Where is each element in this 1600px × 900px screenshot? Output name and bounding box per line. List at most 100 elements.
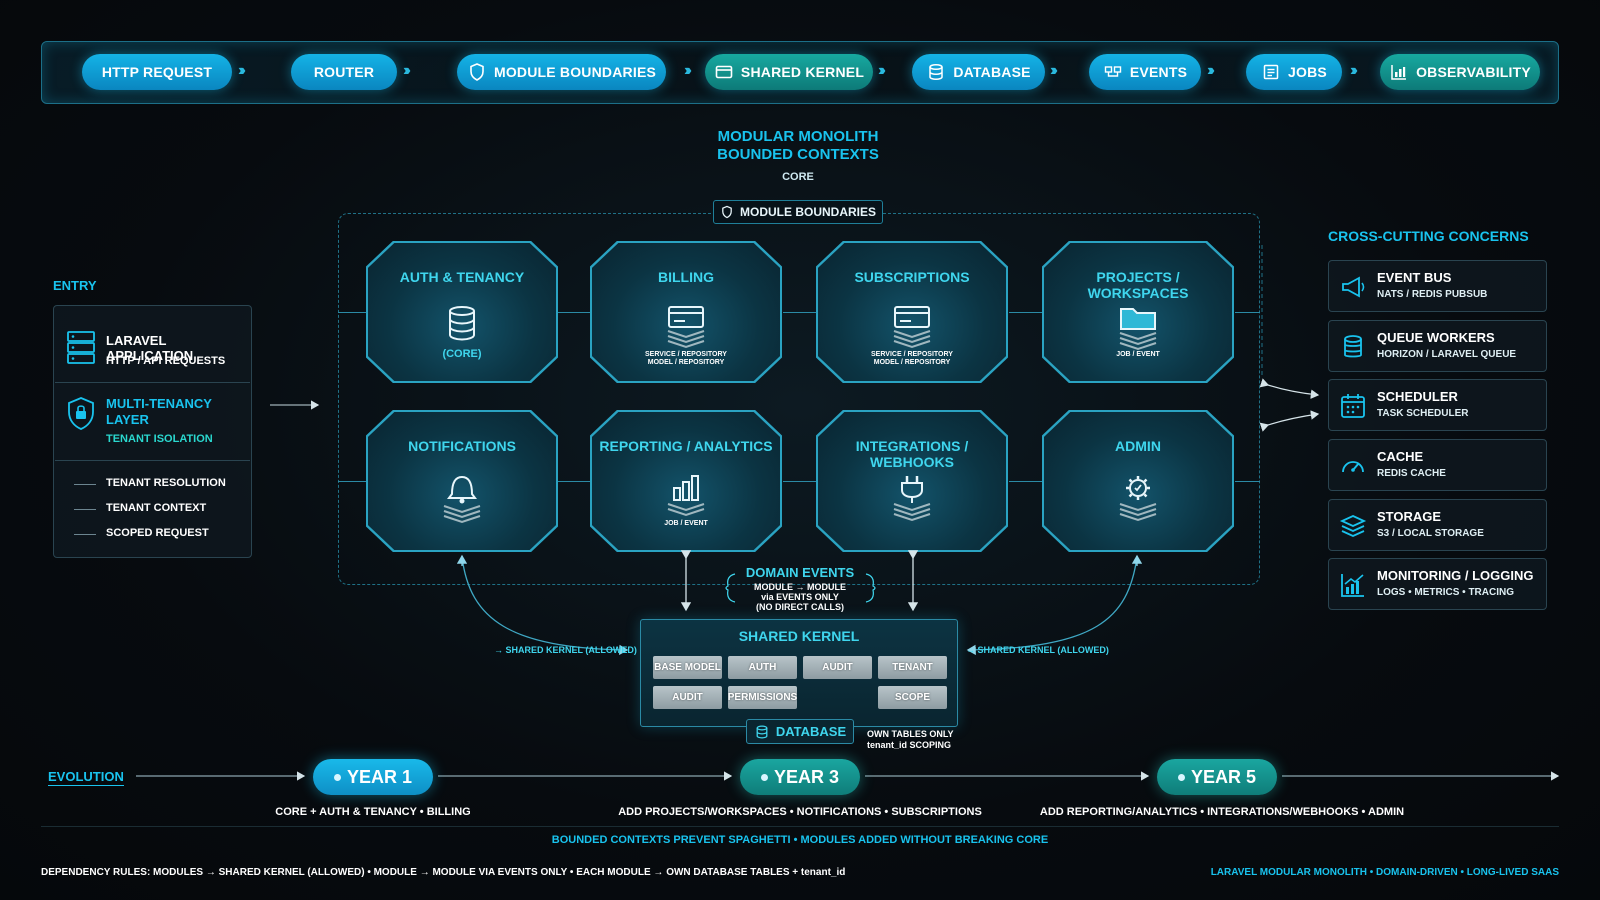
- module-title: AUTH & TENANCY: [399, 269, 525, 285]
- cc-subtitle: LOGS • METRICS • TRACING: [1377, 587, 1515, 598]
- kernel-chip[interactable]: AUDIT: [803, 656, 872, 679]
- footer-tagline: BOUNDED CONTEXTS PREVENT SPAGHETTI • MOD…: [551, 834, 1049, 846]
- kernel-chip[interactable]: AUDIT: [653, 686, 722, 709]
- pipeline-arrow-icon: ›››: [1207, 62, 1215, 79]
- cc-title: MONITORING / LOGGING: [1377, 568, 1534, 583]
- year-3-badge[interactable]: YEAR 3: [740, 759, 860, 795]
- title-line: BOUNDED CONTEXTS: [717, 146, 879, 163]
- module-projects-workspaces[interactable]: PROJECTS / WORKSPACES JOB / EVENT: [1042, 241, 1234, 383]
- module-auth-tenancy[interactable]: AUTH & TENANCY (CORE): [366, 241, 558, 383]
- pipeline-label: JOBS: [1288, 64, 1327, 80]
- module-reporting-analytics[interactable]: REPORTING / ANALYTICS JOB / EVENT: [590, 410, 782, 552]
- cc-queue-workers[interactable]: QUEUE WORKERS HORIZON / LARAVEL QUEUE: [1328, 320, 1547, 372]
- module-connector: [1009, 312, 1043, 313]
- shield-icon: [470, 63, 484, 81]
- year-label: YEAR 1: [346, 766, 413, 787]
- module-subtitle-line: MODEL / REPOSITORY: [873, 359, 951, 366]
- kernel-chip[interactable]: TENANT: [878, 656, 947, 679]
- domain-events-rules: MODULE → MODULE via EVENTS ONLY (NO DIRE…: [722, 582, 878, 612]
- shared-kernel-allowed-left: → SHARED KERNEL (ALLOWED): [494, 645, 637, 655]
- diagram-title: MODULAR MONOLITH BOUNDED CONTEXTS: [650, 128, 946, 164]
- module-connector: [783, 312, 817, 313]
- module-connector: [557, 481, 591, 482]
- module-subtitle: SERVICE / REPOSITORY MODEL / REPOSITORY: [600, 351, 772, 367]
- shared-kernel-allowed-right: → SHARED KERNEL (ALLOWED): [966, 645, 1109, 655]
- plug-icon: [893, 476, 931, 522]
- year-5-description: ADD REPORTING/ANALYTICS • INTEGRATIONS/W…: [1039, 806, 1405, 818]
- cc-storage[interactable]: STORAGE S3 / LOCAL STORAGE: [1328, 499, 1547, 551]
- pipeline-label: HTTP REQUEST: [101, 64, 213, 80]
- pipeline-events[interactable]: EVENTS: [1089, 54, 1201, 90]
- module-boundaries-tag: MODULE BOUNDARIES: [713, 200, 883, 224]
- cc-cache[interactable]: CACHE REDIS CACHE: [1328, 439, 1547, 491]
- module-billing[interactable]: BILLING SERVICE / REPOSITORY MODEL / REP…: [590, 241, 782, 383]
- pipeline-label: DATABASE: [953, 64, 1031, 80]
- pipeline-arrow-icon: ›››: [878, 62, 886, 79]
- year-dot: [760, 773, 768, 781]
- entry-list-item: TENANT RESOLUTION: [74, 477, 226, 489]
- entry-mt-title-line: MULTI-TENANCY: [106, 396, 212, 411]
- entry-mt-title-line: LAYER: [106, 412, 149, 427]
- folder-icon: [1119, 308, 1157, 351]
- year-1-badge[interactable]: YEAR 1: [313, 759, 433, 795]
- kernel-chip[interactable]: PERMISSIONS: [728, 686, 797, 709]
- server-icon: [67, 331, 95, 364]
- card-icon: [715, 65, 733, 79]
- module-connector: [783, 481, 817, 482]
- pipeline-arrow-icon: ›››: [403, 62, 411, 79]
- module-integrations-webhooks[interactable]: INTEGRATIONS / WEBHOOKS: [816, 410, 1008, 552]
- list-icon: [1263, 64, 1279, 80]
- entry-mt-subtitle: TENANT ISOLATION: [106, 433, 213, 445]
- card-stack-icon: [893, 306, 931, 349]
- cc-event-bus[interactable]: EVENT BUS NATS / REDIS PUBSUB: [1328, 260, 1547, 312]
- module-subtitle-line: SERVICE / REPOSITORY: [871, 351, 953, 358]
- module-notifications[interactable]: NOTIFICATIONS: [366, 410, 558, 552]
- pipeline-label: SHARED KERNEL: [740, 64, 865, 80]
- kernel-chip[interactable]: SCOPE: [878, 686, 947, 709]
- year-1-description: CORE + AUTH & TENANCY • BILLING: [275, 806, 471, 818]
- module-admin[interactable]: ADMIN: [1042, 410, 1234, 552]
- module-subtitle: (CORE): [442, 348, 482, 360]
- cc-scheduler[interactable]: SCHEDULER TASK SCHEDULER: [1328, 379, 1547, 431]
- cross-cutting-label: CROSS-CUTTING CONCERNS: [1328, 228, 1529, 244]
- entry-mt-title: MULTI-TENANCY LAYER: [106, 396, 212, 428]
- pipeline-database[interactable]: DATABASE: [912, 54, 1045, 90]
- pipeline-router[interactable]: ROUTER: [291, 54, 397, 90]
- module-title: ADMIN: [1115, 438, 1161, 454]
- pipeline-jobs[interactable]: JOBS: [1246, 54, 1342, 90]
- divider: [55, 382, 250, 383]
- kernel-chip[interactable]: BASE MODEL: [653, 656, 722, 679]
- core-subtitle: CORE: [782, 171, 814, 183]
- module-subscriptions[interactable]: SUBSCRIPTIONS SERVICE / REPOSITORY MODEL…: [816, 241, 1008, 383]
- module-title: PROJECTS / WORKSPACES: [1087, 269, 1189, 301]
- entry-list-item: TENANT CONTEXT: [73, 502, 207, 514]
- shared-kernel-title: SHARED KERNEL: [738, 628, 860, 644]
- pipeline-shared-kernel[interactable]: SHARED KERNEL: [705, 54, 873, 90]
- year-label: YEAR 3: [773, 766, 840, 787]
- module-connector: [1235, 481, 1260, 482]
- module-body: [818, 412, 1006, 550]
- module-subtitle-line: MODEL / REPOSITORY: [647, 359, 725, 366]
- module-title: SUBSCRIPTIONS: [854, 269, 970, 285]
- year-dot: [1177, 773, 1185, 781]
- year-5-badge[interactable]: YEAR 5: [1157, 759, 1277, 795]
- database-label: DATABASE: [775, 724, 847, 739]
- pipeline-http-request[interactable]: HTTP REQUEST: [82, 54, 232, 90]
- module-subtitle: JOB / EVENT: [664, 520, 708, 527]
- entry-app-subtitle: HTTP / API REQUESTS: [106, 355, 226, 367]
- year-label: YEAR 5: [1190, 766, 1257, 787]
- calendar-icon: [1341, 394, 1365, 418]
- database-tag[interactable]: DATABASE: [746, 719, 854, 744]
- pipeline-module-boundaries[interactable]: MODULE BOUNDARIES: [457, 54, 666, 90]
- kernel-chip[interactable]: AUTH: [728, 656, 797, 679]
- lock-shield-icon: [68, 397, 94, 430]
- pipeline-observability[interactable]: OBSERVABILITY: [1380, 54, 1540, 90]
- chart-icon: [1391, 65, 1407, 80]
- cc-monitoring-logging[interactable]: MONITORING / LOGGING LOGS • METRICS • TR…: [1328, 558, 1547, 610]
- bell-icon: [443, 475, 481, 524]
- cc-subtitle: TASK SCHEDULER: [1377, 408, 1469, 419]
- evolution-label: EVOLUTION: [48, 769, 124, 786]
- module-connector: [1009, 481, 1043, 482]
- pipeline-label: EVENTS: [1129, 64, 1188, 80]
- bar-chart-icon: [667, 475, 705, 517]
